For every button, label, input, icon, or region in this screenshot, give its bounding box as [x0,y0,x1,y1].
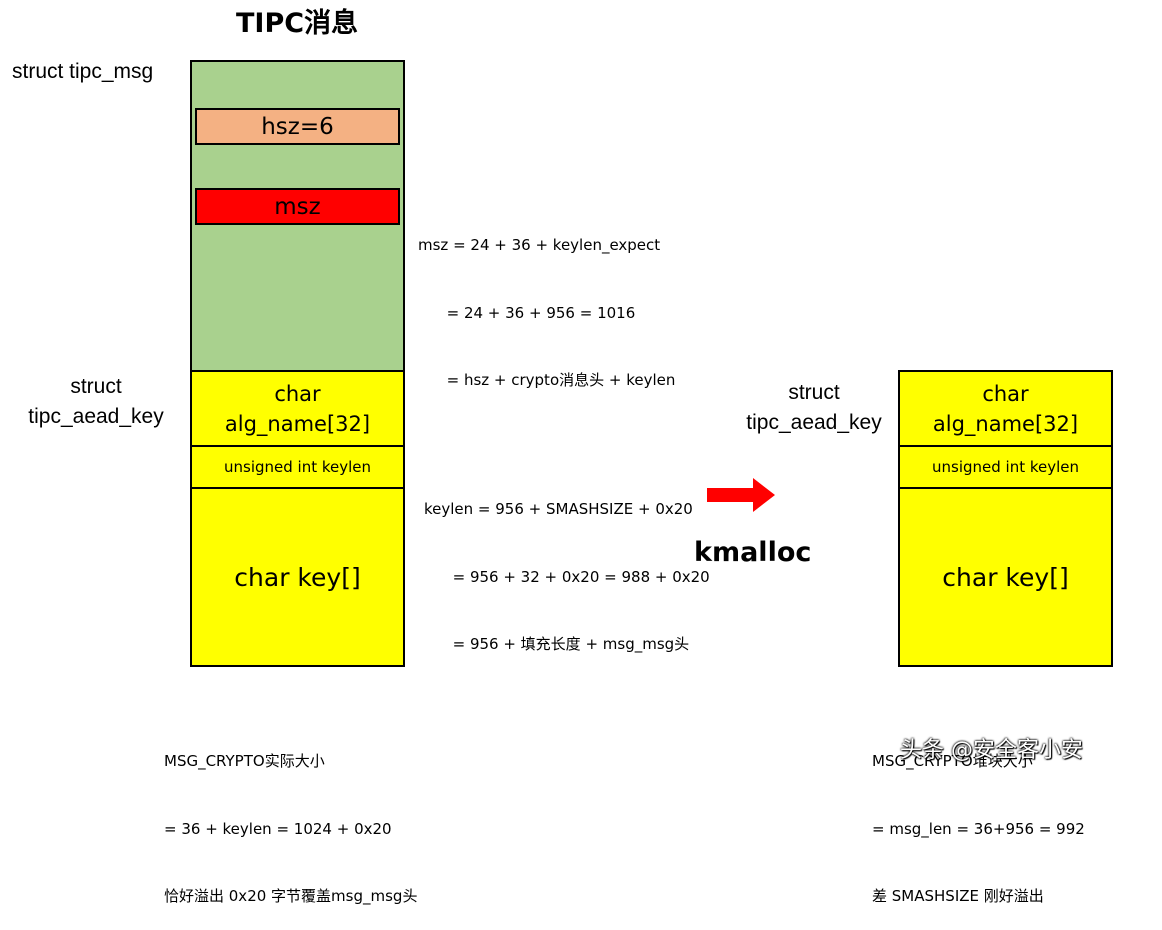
chunk-size-line2: = msg_len = 36+956 = 992 [872,819,1085,838]
aead-key-label-right-line2: tipc_aead_key [746,411,882,434]
tipc-msg-struct-label: struct tipc_msg [12,60,154,83]
msz-formula-line3: = hsz + crypto消息头 + keylen [418,371,676,389]
arrow-shape [707,478,775,512]
alg-name-line2: alg_name[32] [224,411,371,436]
actual-size-line1: MSG_CRYPTO实际大小 [164,752,325,770]
alg-name-field-left: char alg_name[32] [190,370,405,447]
keylen-formula-line3: = 956 + 填充长度 + msg_msg头 [424,635,690,653]
watermark: 头条 @安全客小安 [900,738,1083,763]
diagram-title: TIPC消息 [236,8,359,39]
aead-key-struct-label-left: struct tipc_aead_key [20,372,172,432]
key-field-right: char key[] [898,487,1113,667]
alg-name-right-line2: alg_name[32] [932,411,1079,436]
aead-key-label-right-line1: struct [788,381,840,404]
msz-field: msz [195,188,400,225]
keylen-field-left: unsigned int keylen [190,445,405,489]
keylen-formula-line2: = 956 + 32 + 0x20 = 988 + 0x20 [424,567,710,586]
chunk-size-line1: MSG_CRYPTO堆块大小 [872,752,1033,770]
alg-name-field-right: char alg_name[32] [898,370,1113,447]
aead-key-label-line2: tipc_aead_key [28,405,164,428]
keylen-formula-note: keylen = 956 + SMASHSIZE + 0x20 = 956 + … [424,453,710,678]
alg-name-right-line1: char [982,381,1029,406]
keylen-formula-line1: keylen = 956 + SMASHSIZE + 0x20 [424,500,693,518]
actual-size-line3: 恰好溢出 0x20 字节覆盖msg_msg头 [164,887,418,905]
actual-size-line2: = 36 + keylen = 1024 + 0x20 [164,819,392,838]
msz-formula-line2: = 24 + 36 + 956 = 1016 [418,303,636,322]
kmalloc-label: kmalloc [694,537,812,568]
msg-crypto-actual-size-note: MSG_CRYPTO实际大小 = 36 + keylen = 1024 + 0x… [164,705,417,930]
key-field-left: char key[] [190,487,405,667]
hsz-field: hsz=6 [195,108,400,145]
msz-formula-line1: msz = 24 + 36 + keylen_expect [418,236,661,254]
aead-key-struct-label-right: struct tipc_aead_key [738,378,890,438]
aead-key-label-line1: struct [70,375,122,398]
chunk-size-line3: 差 SMASHSIZE 刚好溢出 [872,887,1044,905]
keylen-field-right: unsigned int keylen [898,445,1113,489]
alg-name-line1: char [274,381,321,406]
msz-formula-note: msz = 24 + 36 + keylen_expect = 24 + 36 … [418,189,675,414]
right-arrow-icon [707,478,775,512]
